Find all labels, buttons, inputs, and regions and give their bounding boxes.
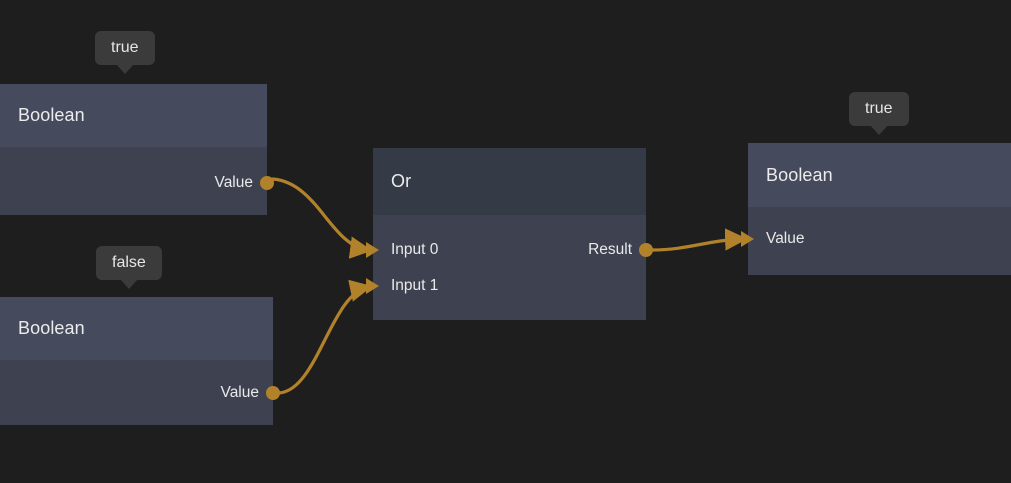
- output-port-dot[interactable]: [260, 176, 274, 190]
- output-port-label: Value: [214, 174, 254, 191]
- output-port-dot[interactable]: [639, 243, 653, 257]
- input-port-label: Input 0: [391, 241, 439, 258]
- input-port-arrow-icon[interactable]: [741, 231, 754, 247]
- tooltip-text: true: [865, 100, 893, 117]
- node-title: Boolean: [18, 105, 85, 125]
- connection-edge[interactable]: [277, 279, 373, 395]
- output-port-row[interactable]: Result: [588, 240, 632, 260]
- tooltip-tail-icon: [119, 279, 138, 289]
- node-body: Value: [0, 360, 280, 425]
- input-port-row[interactable]: Input 0: [391, 240, 438, 260]
- input-port-row[interactable]: Value: [766, 229, 805, 249]
- node-title: Boolean: [18, 318, 85, 338]
- output-port-label: Value: [220, 384, 260, 401]
- node-header[interactable]: Boolean: [748, 143, 1011, 207]
- node-body: Value: [0, 147, 274, 215]
- connection-edge[interactable]: [271, 177, 373, 259]
- node-title: Boolean: [766, 164, 833, 185]
- node-body: Result Input 0 Input 1: [366, 215, 653, 320]
- connection-edge[interactable]: [650, 228, 748, 252]
- tooltip-boolean-a: true: [95, 31, 155, 74]
- output-port-row[interactable]: Value: [221, 383, 260, 403]
- node-header[interactable]: Boolean: [0, 297, 273, 360]
- node-header[interactable]: Or: [373, 148, 646, 215]
- node-header[interactable]: Boolean: [0, 84, 267, 147]
- tooltip-boolean-b: false: [96, 246, 162, 289]
- tooltip-boolean-c: true: [849, 92, 909, 135]
- tooltip-text: true: [111, 39, 139, 56]
- input-port-arrow-icon[interactable]: [366, 242, 379, 258]
- node-title: Or: [391, 171, 412, 191]
- input-port-label: Input 1: [391, 277, 439, 294]
- output-port-dot[interactable]: [266, 386, 280, 400]
- output-port-row[interactable]: Value: [215, 173, 254, 193]
- tooltip-text: false: [112, 254, 146, 271]
- tooltip-tail-icon: [115, 64, 134, 74]
- input-port-row[interactable]: Input 1: [391, 276, 438, 296]
- node-body: Value: [741, 207, 1011, 275]
- input-port-arrow-icon[interactable]: [366, 278, 379, 294]
- tooltip-tail-icon: [869, 125, 888, 135]
- output-port-label: Result: [588, 241, 632, 258]
- input-port-label: Value: [766, 230, 805, 247]
